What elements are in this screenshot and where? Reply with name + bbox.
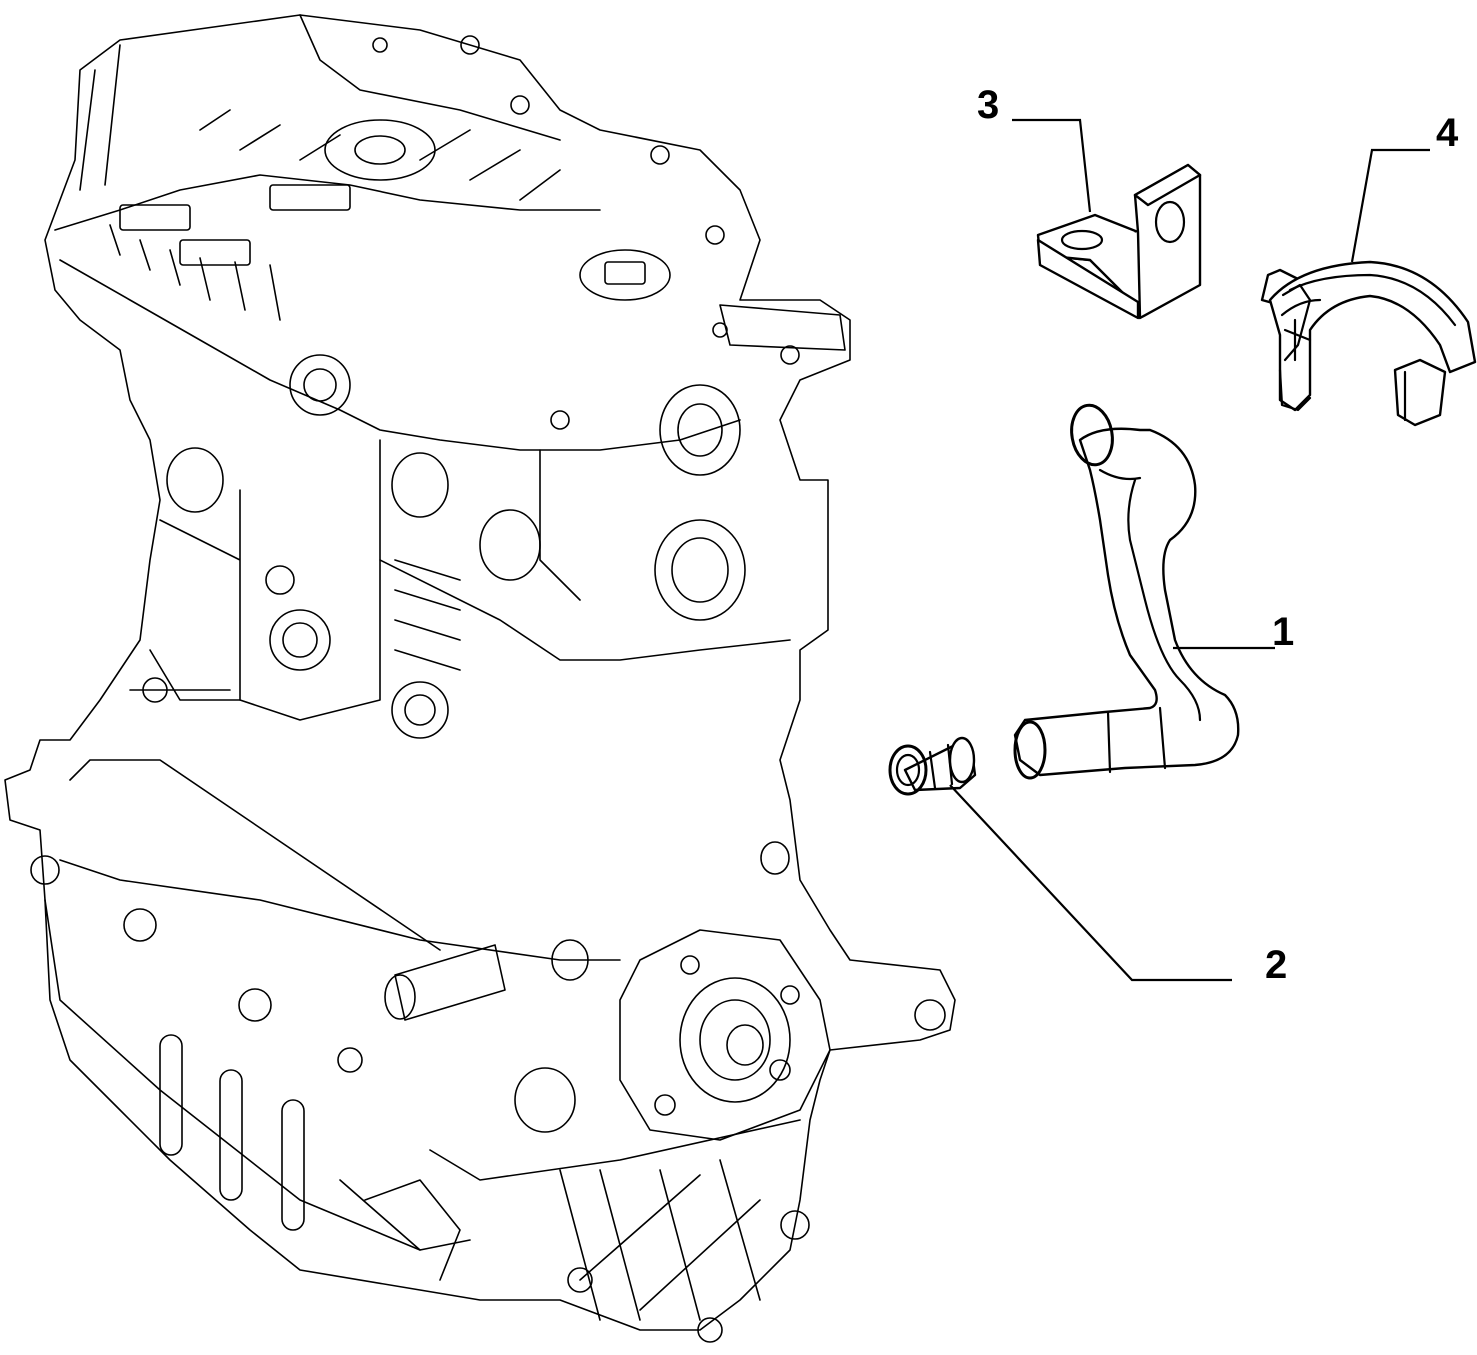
leader-lines bbox=[949, 118, 1430, 982]
callout-3: 3 bbox=[977, 83, 999, 127]
clamp-icon bbox=[1260, 260, 1477, 427]
leader-line-4 bbox=[1350, 148, 1430, 263]
callout-1: 1 bbox=[1272, 610, 1294, 654]
callout-4: 4 bbox=[1436, 111, 1459, 155]
leader-line-2 bbox=[949, 784, 1232, 982]
leader-line-3 bbox=[1012, 118, 1092, 213]
callout-2: 2 bbox=[1265, 943, 1287, 987]
engine-block-icon bbox=[4, 14, 956, 1343]
pipe-fitting-icon bbox=[888, 736, 977, 796]
bracket-icon bbox=[1036, 163, 1202, 320]
hose-icon bbox=[1013, 403, 1240, 780]
